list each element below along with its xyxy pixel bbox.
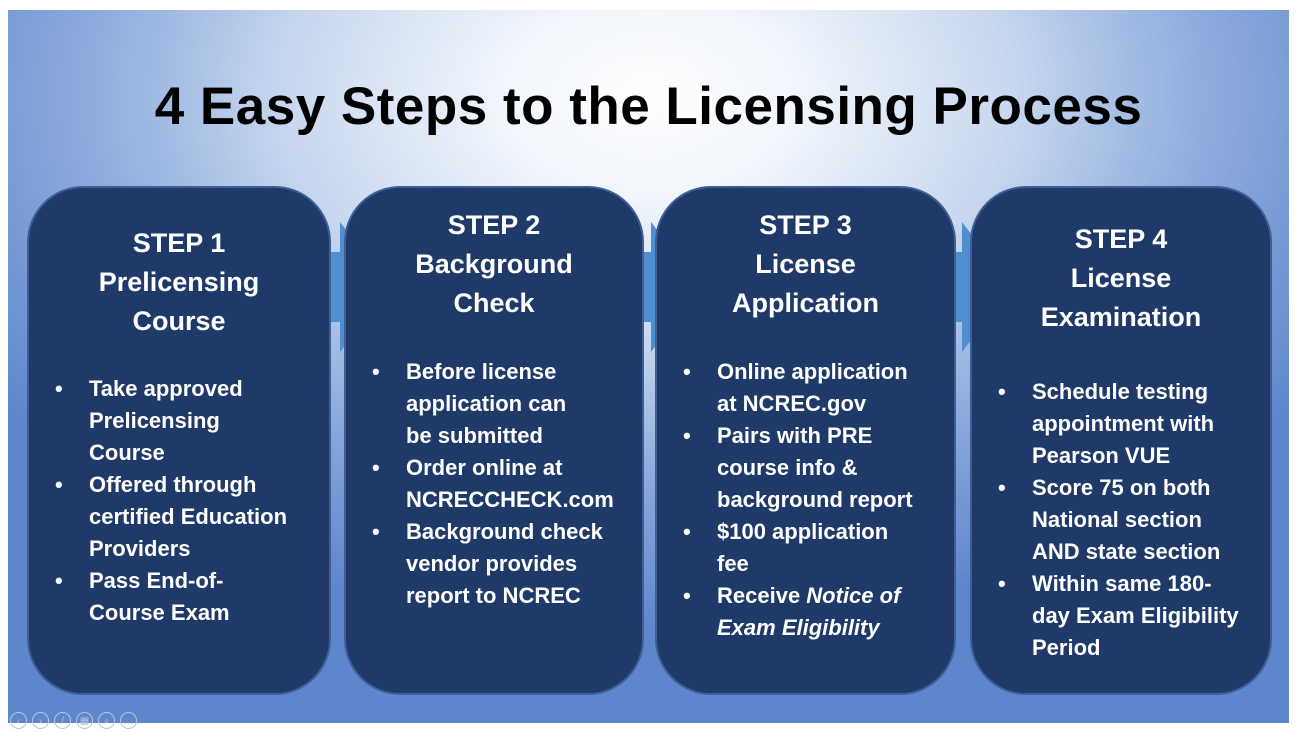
step-title-line: Examination (1040, 302, 1202, 332)
bullet-item: Background check vendor provides report … (346, 516, 642, 612)
step-3-card: STEP 3 License Application Online applic… (655, 186, 956, 695)
bullet-item: Receive Notice of Exam Eligibility (657, 580, 954, 644)
step-number: STEP 1 (132, 228, 226, 258)
step-title-line: License (755, 249, 856, 279)
bullet-item: $100 application fee (657, 516, 954, 580)
step-number: STEP 3 (759, 210, 852, 240)
bullet-item: Order online at NCRECCHECK.com (346, 452, 642, 516)
pen-icon[interactable]: / (54, 712, 71, 729)
emphasis-text: Exam Eligibility (717, 615, 880, 640)
emphasis-text: Notice of (806, 583, 901, 608)
bullet-item: Online application at NCREC.gov (657, 356, 954, 420)
step-1-bullets: Take approved Prelicensing Course Offere… (29, 373, 329, 629)
bullet-item: Offered through certified Education Prov… (29, 469, 329, 565)
more-options-icon[interactable]: … (120, 712, 137, 729)
see-all-slides-icon[interactable]: ▦ (76, 712, 93, 729)
step-number: STEP 2 (447, 210, 541, 240)
step-3-heading: STEP 3 License Application (657, 188, 954, 323)
bullet-item: Before license application can be submit… (346, 356, 642, 452)
bullet-item: Pairs with PRE course info & background … (657, 420, 954, 516)
next-slide-icon[interactable]: › (32, 712, 49, 729)
step-title-line: Check (453, 288, 535, 318)
bullet-item: Take approved Prelicensing Course (29, 373, 329, 469)
bullet-item: Schedule testing appointment with Pearso… (972, 376, 1270, 472)
slideshow-controls: ‹ › / ▦ ⌕ … (10, 712, 137, 729)
step-3-bullets: Online application at NCREC.gov Pairs wi… (657, 356, 954, 644)
step-number: STEP 4 (1074, 224, 1168, 254)
step-4-heading: STEP 4 License Examination (972, 188, 1270, 337)
step-2-card: STEP 2 Background Check Before license a… (344, 186, 644, 695)
slide-title: 4 Easy Steps to the Licensing Process (154, 77, 1143, 136)
step-2-bullets: Before license application can be submit… (346, 356, 642, 612)
step-title-line: Prelicensing (98, 267, 260, 297)
step-1-card: STEP 1 Prelicensing Course Take approved… (27, 186, 331, 695)
previous-slide-icon[interactable]: ‹ (10, 712, 27, 729)
step-title-line: Application (732, 288, 879, 318)
slide: 4 Easy Steps to the Licensing Process ST… (8, 10, 1289, 723)
zoom-icon[interactable]: ⌕ (98, 712, 115, 729)
bullet-item: Score 75 on both National section AND st… (972, 472, 1270, 568)
bullet-item: Within same 180- day Exam Eligibility Pe… (972, 568, 1270, 664)
step-title-line: Course (132, 306, 226, 336)
step-title-line: Background (415, 249, 573, 279)
step-2-heading: STEP 2 Background Check (346, 188, 642, 323)
step-4-bullets: Schedule testing appointment with Pearso… (972, 376, 1270, 664)
step-title-line: License (1070, 263, 1172, 293)
step-4-card: STEP 4 License Examination Schedule test… (970, 186, 1272, 695)
bullet-item: Pass End-of- Course Exam (29, 565, 329, 629)
step-1-heading: STEP 1 Prelicensing Course (29, 188, 329, 341)
